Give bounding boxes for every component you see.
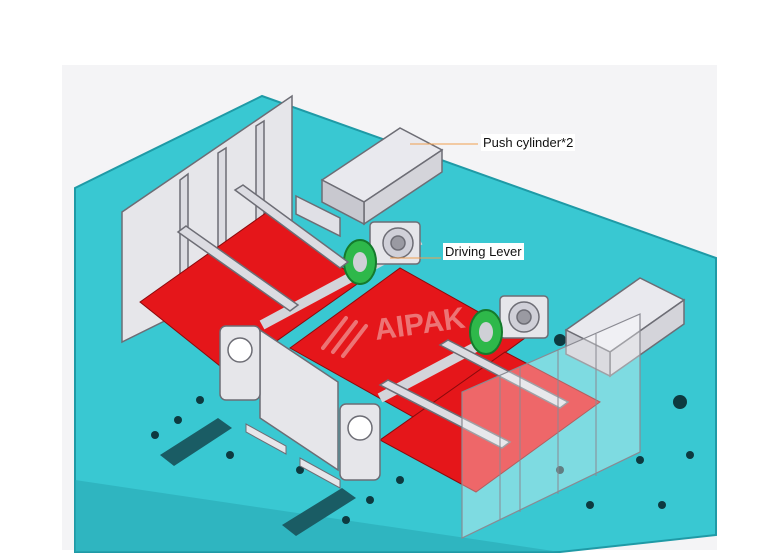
mounting-bracket — [299, 457, 341, 489]
bearing-block — [499, 295, 549, 339]
belt-tray-right — [379, 351, 601, 493]
floor-slot — [282, 488, 356, 536]
gear-icon — [343, 239, 377, 285]
transparent-guard — [461, 313, 641, 539]
pillow-block — [219, 325, 381, 481]
gear-icon — [469, 309, 503, 355]
bearing-block — [369, 221, 421, 265]
push-cylinder — [295, 127, 444, 238]
floor-slot — [160, 418, 232, 466]
mounting-bracket — [245, 423, 287, 455]
push-cylinder-label: Push cylinder*2 — [481, 134, 576, 151]
driving-lever-label: Driving Lever — [443, 243, 524, 260]
